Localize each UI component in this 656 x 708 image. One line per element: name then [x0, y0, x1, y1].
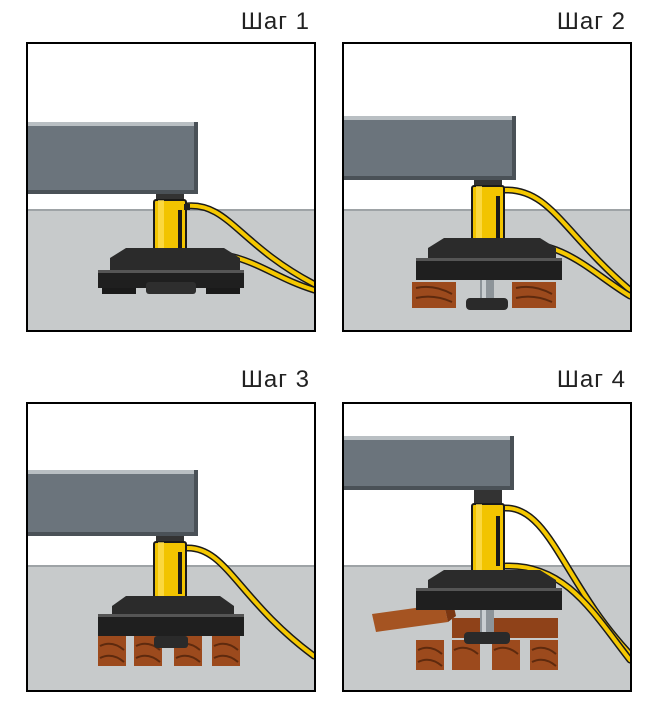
step-3-title: Шаг 3: [240, 366, 310, 393]
step-1-illustration: [28, 122, 314, 330]
step-1-panel: [26, 42, 316, 332]
step-4-title: Шаг 4: [556, 366, 626, 393]
hydraulic-cylinder: [153, 536, 187, 605]
step-2-title: Шаг 2: [556, 8, 626, 35]
center-post: [466, 280, 508, 310]
beam: [28, 470, 198, 536]
step-3-illustration: [28, 470, 314, 690]
step-2-illustration: [344, 116, 630, 330]
step-4-panel: [342, 402, 632, 692]
beam: [344, 436, 514, 490]
hydraulic-hoses: [500, 504, 630, 664]
base-plate: [98, 248, 244, 294]
hydraulic-cylinder: [471, 180, 505, 253]
base-plate: [416, 570, 562, 610]
step-4-illustration: [344, 436, 630, 690]
wood-blocks: [412, 282, 556, 308]
base-plate: [98, 596, 244, 648]
hydraulic-cylinder: [471, 490, 505, 579]
step-1-title: Шаг 1: [240, 8, 310, 35]
beam: [344, 116, 516, 180]
wood-blocks: [98, 636, 240, 666]
step-2-panel: [342, 42, 632, 332]
beam: [28, 122, 198, 194]
step-3-panel: [26, 402, 316, 692]
center-post: [464, 610, 510, 644]
hydraulic-hoses: [182, 544, 314, 660]
base-plate: [416, 238, 562, 280]
